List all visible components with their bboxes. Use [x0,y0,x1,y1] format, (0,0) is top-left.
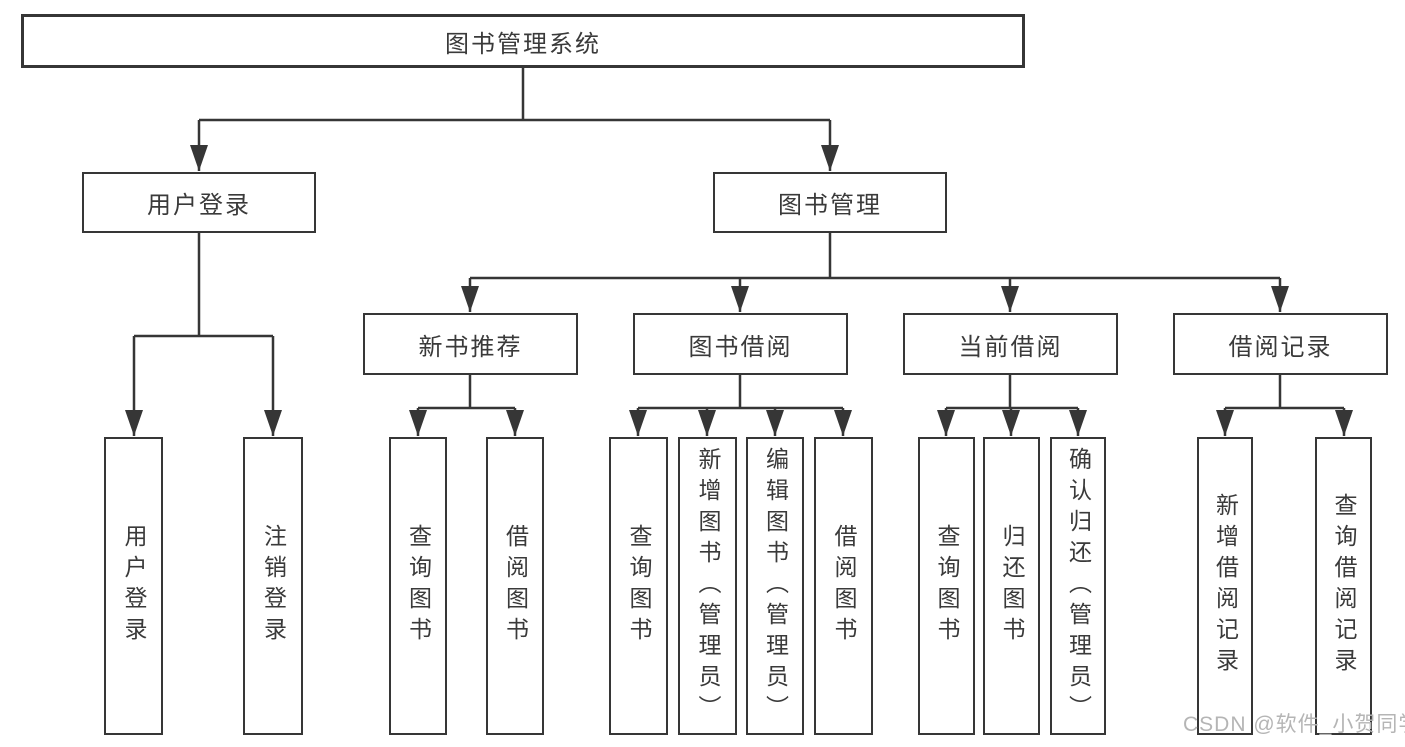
node-label: 归还图书 [999,524,1025,648]
connector-book-management-children [461,233,1289,312]
connector-borrow-records-children [1216,375,1353,436]
node-current-borrow: 当前借阅 [903,313,1118,375]
node-label: 用户登录 [147,192,251,219]
leaf-borrow-query-books: 查询图书 [609,437,668,735]
leaf-current-confirm-return-admin: 确认归还（管理员） [1050,437,1106,735]
node-label: 查询图书 [405,524,432,648]
node-label: 注销登录 [260,524,287,648]
connector-book-borrow-children [629,375,852,436]
connector-current-borrow-children [937,375,1087,436]
node-book-borrow: 图书借阅 [633,313,848,375]
leaf-records-add-borrow-record: 新增借阅记录 [1197,437,1253,735]
leaf-logout-login: 注销登录 [243,437,303,735]
node-label: 新增图书（管理员） [695,446,721,726]
node-label: 图书管理系统 [445,30,601,58]
node-new-book-recommend: 新书推荐 [363,313,578,375]
node-label: 查询图书 [934,524,960,648]
node-label: 确认归还（管理员） [1065,446,1092,726]
node-label: 新增借阅记录 [1212,493,1239,679]
leaf-borrow-add-books-admin: 新增图书（管理员） [678,437,737,735]
connector-new-book-recommend-children [409,375,524,436]
node-label: 当前借阅 [958,333,1063,361]
node-label: 新书推荐 [418,333,523,361]
node-label: 借阅图书 [831,524,857,648]
node-borrow-records: 借阅记录 [1173,313,1388,375]
leaf-recommend-query-books: 查询图书 [389,437,447,735]
node-label: 图书借阅 [688,333,793,361]
leaf-recommend-borrow-books: 借阅图书 [486,437,544,735]
node-book-management: 图书管理 [713,172,947,233]
node-label: 借阅图书 [502,524,529,648]
node-label: 查询借阅记录 [1331,493,1357,679]
node-label: 借阅记录 [1228,333,1333,361]
node-label: 用户登录 [121,524,147,648]
leaf-user-login: 用户登录 [104,437,163,735]
node-label: 查询图书 [626,524,652,648]
connector-user-login-children [125,233,282,436]
watermark: CSDN @软件_小贺同学 [1183,713,1405,736]
leaf-current-query-books: 查询图书 [918,437,975,735]
connector-root-to-branches [190,68,839,171]
leaf-borrow-edit-books-admin: 编辑图书（管理员） [746,437,804,735]
leaf-current-return-books: 归还图书 [983,437,1040,735]
leaf-borrow-borrow-books: 借阅图书 [814,437,873,735]
node-root: 图书管理系统 [21,14,1025,68]
node-user-login-branch: 用户登录 [82,172,316,233]
leaf-records-query-borrow-record: 查询借阅记录 [1315,437,1372,735]
node-label: 编辑图书（管理员） [762,446,789,726]
node-label: 图书管理 [778,192,882,219]
